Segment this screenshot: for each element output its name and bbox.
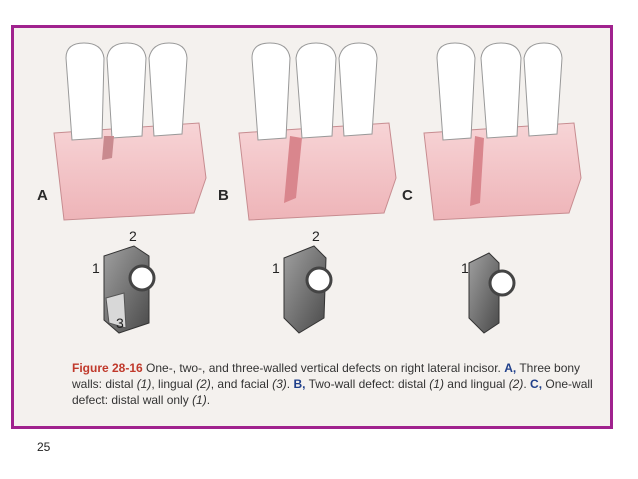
- caption-a-end: .: [286, 377, 294, 391]
- caption-c-text: One-wall defect: distal wall only: [72, 377, 593, 407]
- page-number: 25: [37, 440, 51, 454]
- tooth-a1: [65, 42, 105, 141]
- bone-diagram-c: 1: [461, 252, 516, 334]
- figure-label: Figure 28-16: [72, 361, 143, 375]
- panel-letter-a: A: [37, 187, 48, 204]
- figure-frame: A B C 2 1 3: [11, 25, 613, 429]
- caption-a-lingual: (2): [196, 377, 211, 391]
- caption-a-sep2: , and facial: [210, 377, 273, 391]
- tooth-b2: [295, 42, 337, 139]
- defect-c: [470, 136, 484, 206]
- bone-block-c: [468, 252, 500, 334]
- wall-label-1: 1: [272, 260, 280, 276]
- defect-b: [284, 136, 302, 203]
- caption-c-end: .: [206, 393, 211, 407]
- root-c: [488, 269, 516, 297]
- caption-a-distal: (1): [136, 377, 152, 391]
- panel-letter-b: B: [218, 187, 229, 204]
- caption-a-sep1: , lingual: [151, 377, 197, 391]
- defect-a: [102, 136, 114, 160]
- tooth-a3: [148, 42, 188, 137]
- caption-ref-b: B,: [293, 377, 306, 391]
- caption-b-distal: (1): [429, 377, 444, 391]
- tooth-b1: [251, 42, 291, 141]
- tooth-c3: [523, 42, 563, 137]
- caption-b-sep: and lingual: [443, 377, 509, 391]
- figure-caption: Figure 28-16 One-, two-, and three-walle…: [72, 360, 602, 408]
- caption-ref-c: C,: [530, 377, 543, 391]
- root-b: [305, 266, 333, 294]
- panel-letter-c: C: [402, 187, 413, 204]
- wall-label-2: 2: [129, 228, 137, 244]
- tooth-a2: [106, 42, 147, 139]
- wall-label-1: 1: [92, 260, 100, 276]
- tooth-b3: [338, 42, 378, 137]
- root-a: [128, 264, 156, 292]
- caption-a-text: Three bony walls: distal: [72, 361, 581, 391]
- facial-wall-a: [105, 292, 127, 329]
- panel-c: C: [402, 42, 582, 221]
- caption-c-distal: (1): [192, 393, 207, 407]
- panel-b: B: [218, 42, 397, 221]
- caption-a-facial: (3): [272, 377, 287, 391]
- caption-ref-a: A,: [504, 361, 517, 375]
- caption-b-lingual: (2): [508, 377, 524, 391]
- tooth-c2: [480, 42, 522, 139]
- tooth-c1: [436, 42, 476, 141]
- bone-diagram-a: 2 1 3: [92, 228, 156, 334]
- bone-diagram-b: 2 1: [272, 228, 333, 334]
- caption-b-end: .: [523, 377, 531, 391]
- wall-label-2: 2: [312, 228, 320, 244]
- caption-title: One-, two-, and three-walled vertical de…: [142, 361, 501, 375]
- caption-b-text: Two-wall defect: distal: [305, 377, 430, 391]
- panel-a: A: [37, 42, 207, 221]
- wall-label-1: 1: [461, 260, 469, 276]
- dental-figure: A B C 2 1 3: [37, 42, 582, 334]
- wall-label-3: 3: [116, 315, 124, 331]
